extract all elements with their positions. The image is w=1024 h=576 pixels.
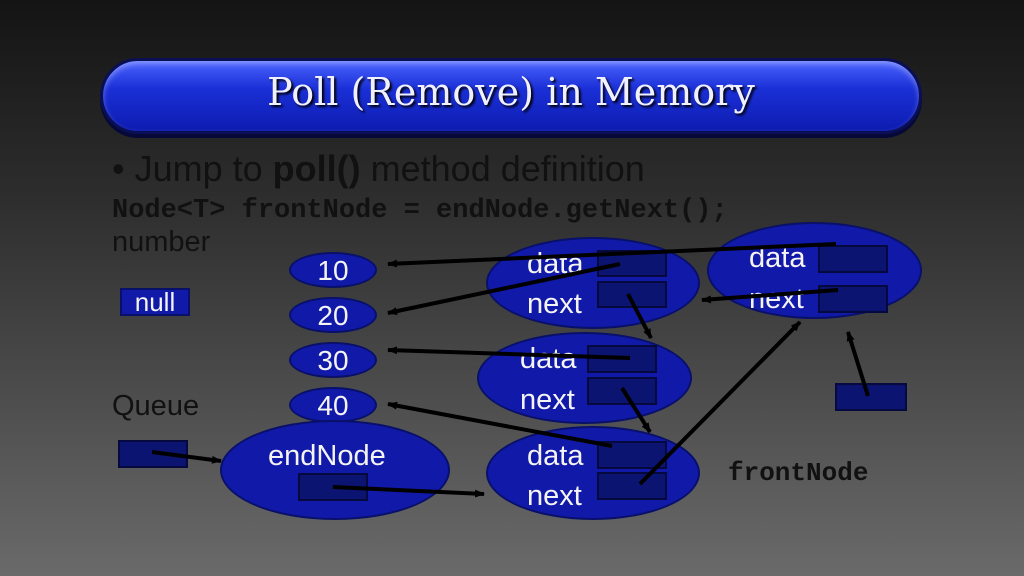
value-40: 40 [289, 387, 377, 423]
bullet-prefix: Jump to [134, 148, 273, 189]
front-node-label: frontNode [728, 458, 869, 488]
value-30: 30 [289, 342, 377, 378]
arrow-queue-to-queue-object [151, 450, 222, 464]
node-4-next-label: next [527, 480, 582, 512]
queue-object [220, 420, 450, 520]
bullet-method: poll() [272, 148, 361, 189]
arrow-node1-next-to-node3 [626, 293, 653, 339]
bullet-suffix: method definition [360, 148, 645, 189]
node-2-data-box [818, 245, 888, 273]
value-20: 20 [289, 297, 377, 333]
front-node-reference-box [835, 383, 907, 411]
arrow-node3-next-to-node4 [620, 386, 652, 434]
arrow-node1-data-to-20 [387, 262, 621, 316]
node-2-next-label: next [749, 283, 804, 315]
node-4-data-label: data [527, 440, 584, 472]
null-box: null [120, 288, 190, 316]
arrow-end-node-to-node4 [332, 485, 485, 498]
arrow-node2-data-to-10 [387, 242, 837, 268]
node-1-next-label: next [527, 288, 582, 320]
slide-title: Poll (Remove) in Memory [267, 70, 755, 114]
node-3-next-label: next [520, 384, 575, 416]
end-node-label: endNode [268, 440, 386, 472]
value-10: 10 [289, 252, 377, 288]
node-4-next-box [597, 472, 667, 500]
node-3-data-label: data [520, 343, 577, 375]
arrow-node2-next-to-node1 [701, 288, 839, 304]
arrow-front-node-to-node2 [846, 331, 870, 397]
arrow-node4-next-to-node2 [638, 320, 802, 486]
bullet-point: • Jump to poll() method definition [112, 148, 645, 189]
code-line: Node<T> frontNode = endNode.getNext(); [112, 196, 728, 226]
number-label: number [112, 226, 211, 258]
arrow-node3-data-to-30 [387, 346, 631, 360]
title-bar [100, 58, 922, 134]
arrow-node4-data-to-40 [387, 401, 613, 448]
queue-label: Queue [112, 390, 200, 422]
